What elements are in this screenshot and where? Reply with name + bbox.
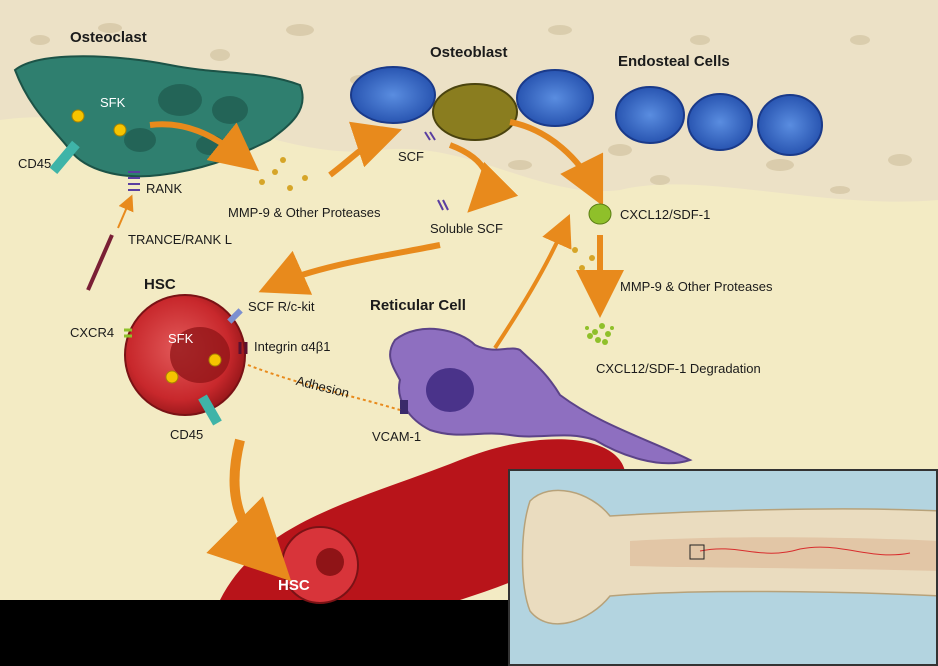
endosteal-cell-5 [757, 94, 823, 156]
bone-inset-illustration [510, 471, 936, 664]
hsc-sfk-molecule-2 [208, 353, 222, 367]
vcam1-receptor [400, 400, 408, 414]
integrin-label: Integrin α4β1 [254, 339, 331, 354]
hsc-sfk-molecule-1 [165, 370, 179, 384]
reticular-cell-label: Reticular Cell [370, 297, 466, 314]
endosteal-cell-3 [615, 86, 685, 144]
blood-vessels-inset [699, 546, 911, 556]
arrow-osteoclast-to-proteases [149, 121, 260, 172]
endosteal-cell-4 [687, 93, 753, 151]
sfk-molecule-1 [71, 109, 85, 123]
cxcr4-label: CXCR4 [70, 325, 115, 340]
sfk-label-osteoclast: SFK [100, 95, 126, 110]
integrin-receptor [238, 342, 248, 354]
hsc-nucleus [170, 327, 230, 383]
vessel-hsc-nucleus [316, 548, 344, 576]
arrow-proteases-to-scf [328, 121, 403, 178]
sfk-molecule-2 [113, 123, 127, 137]
protease-dots-left [259, 157, 308, 191]
soluble-scf-label: Soluble SCF [430, 221, 503, 236]
zoom-box [689, 544, 705, 560]
cxcl12-degraded-fragments [585, 323, 614, 345]
arrow-osteoblast-to-cxcl12 [509, 119, 604, 207]
sfk-label-hsc: SFK [168, 331, 194, 346]
frame-bottom [0, 600, 520, 666]
soluble-scf-marker [437, 199, 449, 211]
cxcr4-receptor [124, 328, 132, 338]
endosteal-cells-label: Endosteal Cells [618, 53, 730, 70]
marrow-cavity [630, 537, 936, 571]
osteoblast-cell [432, 83, 518, 141]
scf-receptor [227, 308, 243, 324]
arrow-reticular-to-cxcl12 [493, 214, 572, 350]
arrow-hsc-to-vessel [206, 438, 292, 582]
hsc-cd45-receptor [198, 394, 222, 426]
arrow-soluble-to-hsc [258, 242, 441, 295]
protease-dots-right [572, 247, 595, 271]
hsc-label: HSC [144, 276, 176, 293]
endosteal-cell-1 [350, 66, 436, 124]
bone-speckles [30, 23, 912, 194]
scf-marker [424, 131, 436, 141]
cd45-receptor-top [49, 140, 80, 175]
bone-inset [508, 469, 938, 666]
mmp9-label-left: MMP-9 & Other Proteases [228, 205, 381, 220]
trance-rankl-label: TRANCE/RANK L [128, 232, 233, 247]
osteoclast-label: Osteoclast [70, 29, 147, 46]
cxcl12-degradation-label: CXCL12/SDF-1 Degradation [596, 361, 761, 376]
hsc-vessel-label: HSC [278, 577, 310, 594]
arrow-trance-to-rank [117, 194, 134, 229]
osteoblast-label: Osteoblast [430, 44, 508, 61]
cd45-label-osteoclast: CD45 [18, 156, 52, 171]
cxcl12-molecule [588, 203, 612, 225]
vcam1-label: VCAM-1 [372, 429, 422, 444]
rank-label: RANK [146, 181, 183, 196]
reticular-cell [389, 327, 693, 465]
endosteal-cell-2 [516, 69, 594, 127]
adhesion-line [247, 364, 401, 411]
trance-rankl-ligand [86, 234, 114, 291]
reticular-nucleus [426, 368, 474, 412]
rank-receptor [128, 171, 140, 191]
cxcl12-label: CXCL12/SDF-1 [620, 207, 711, 222]
scf-label: SCF [398, 149, 424, 164]
arrow-scf-to-soluble [448, 142, 519, 213]
mmp9-label-right: MMP-9 & Other Proteases [620, 279, 773, 294]
scf-receptor-label: SCF R/c-kit [248, 299, 315, 314]
cd45-label-hsc: CD45 [170, 427, 204, 442]
